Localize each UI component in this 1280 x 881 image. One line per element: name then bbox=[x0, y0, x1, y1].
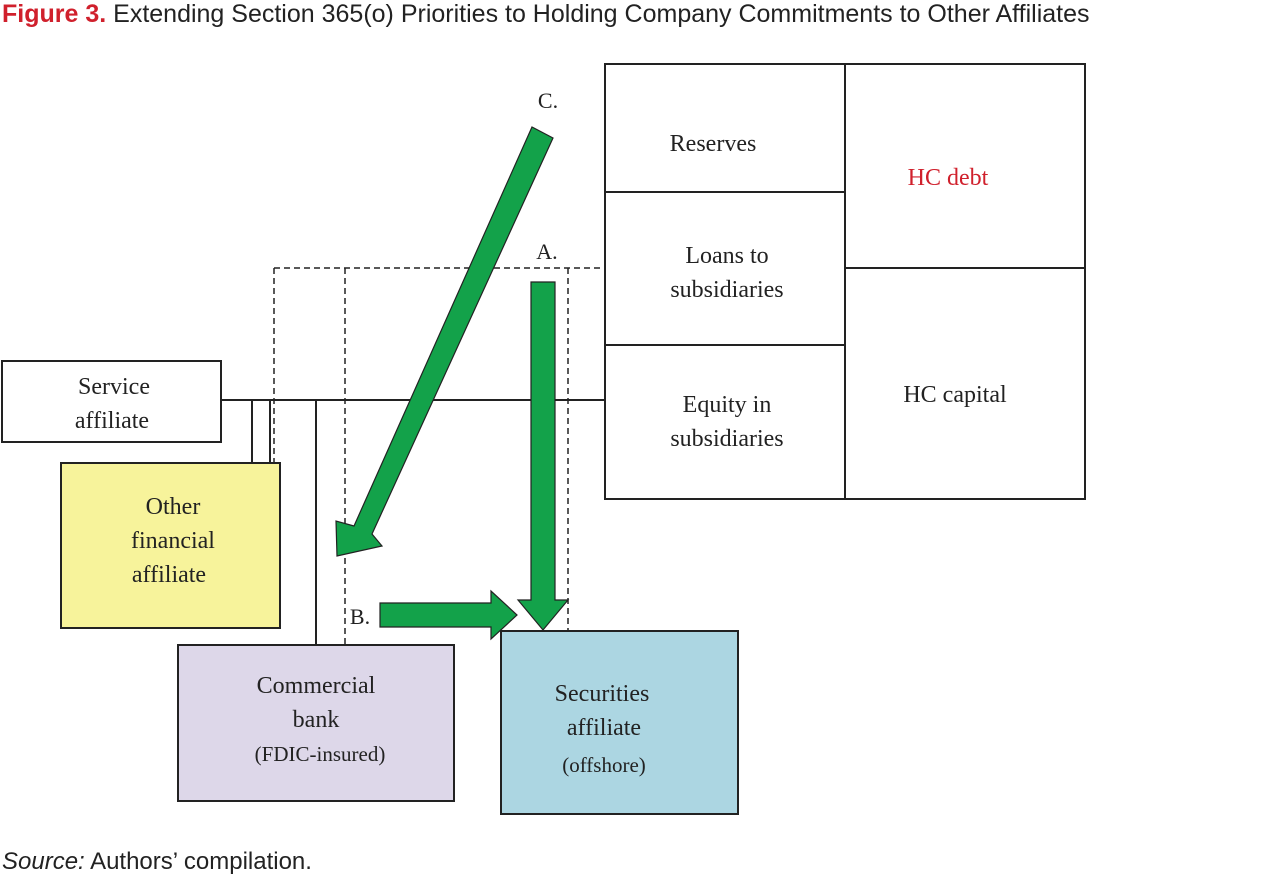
figure-title-text: Extending Section 365(o) Priorities to H… bbox=[113, 0, 1090, 28]
reserves-label: Reserves bbox=[670, 131, 757, 157]
other-financial-line1: Other bbox=[146, 494, 201, 520]
service-affiliate-line1: Service bbox=[78, 374, 150, 400]
commitment-lines bbox=[273, 267, 605, 645]
hc-debt-label: HC debt bbox=[908, 165, 989, 191]
service-affiliate-line2: affiliate bbox=[75, 408, 149, 434]
figure-label: Figure 3. bbox=[2, 0, 107, 28]
commercial-bank-line2: bank bbox=[293, 707, 340, 733]
source-label: Source: bbox=[2, 848, 85, 875]
arrow-b bbox=[379, 589, 518, 641]
source-note: Source: Authors’ compilation. bbox=[2, 848, 312, 876]
hc-capital-label: HC capital bbox=[903, 382, 1007, 408]
commercial-bank-box: Commercial bank (FDIC-insured) bbox=[177, 644, 455, 802]
arrow-c-label: C. bbox=[538, 88, 558, 113]
equity-label-line2: subsidiaries bbox=[670, 426, 783, 452]
other-financial-affiliate-box: Other financial affiliate bbox=[60, 462, 281, 629]
priority-arrows bbox=[335, 126, 570, 641]
securities-affiliate-line2: affiliate bbox=[567, 715, 641, 741]
commercial-bank-line3: (FDIC-insured) bbox=[255, 742, 386, 766]
service-affiliate-rect bbox=[1, 360, 222, 443]
arrow-b-label: B. bbox=[350, 604, 370, 629]
equity-label-line1: Equity in bbox=[683, 392, 772, 418]
commercial-bank-rect bbox=[177, 644, 455, 802]
securities-affiliate-line3: (offshore) bbox=[562, 753, 646, 777]
other-financial-affiliate-rect bbox=[60, 462, 281, 629]
securities-affiliate-rect bbox=[500, 630, 739, 815]
securities-affiliate-line1: Securities bbox=[555, 681, 650, 707]
commercial-bank-line1: Commercial bbox=[257, 673, 376, 699]
figure-title: Figure 3. Extending Section 365(o) Prior… bbox=[2, 0, 1090, 29]
arrow-c bbox=[335, 126, 554, 557]
securities-affiliate-box: Securities affiliate (offshore) bbox=[500, 630, 739, 815]
balance-sheet: Reserves Loans to subsidiaries Equity in… bbox=[604, 63, 1086, 500]
service-affiliate-box: Service affiliate bbox=[1, 360, 222, 443]
source-text: Authors’ compilation. bbox=[90, 848, 312, 875]
loans-label-line1: Loans to bbox=[685, 243, 768, 269]
other-financial-line2: financial bbox=[131, 528, 215, 554]
loans-label-line2: subsidiaries bbox=[670, 277, 783, 303]
other-financial-line3: affiliate bbox=[132, 562, 206, 588]
arrow-a-label: A. bbox=[536, 239, 557, 264]
arrow-a bbox=[516, 281, 570, 631]
